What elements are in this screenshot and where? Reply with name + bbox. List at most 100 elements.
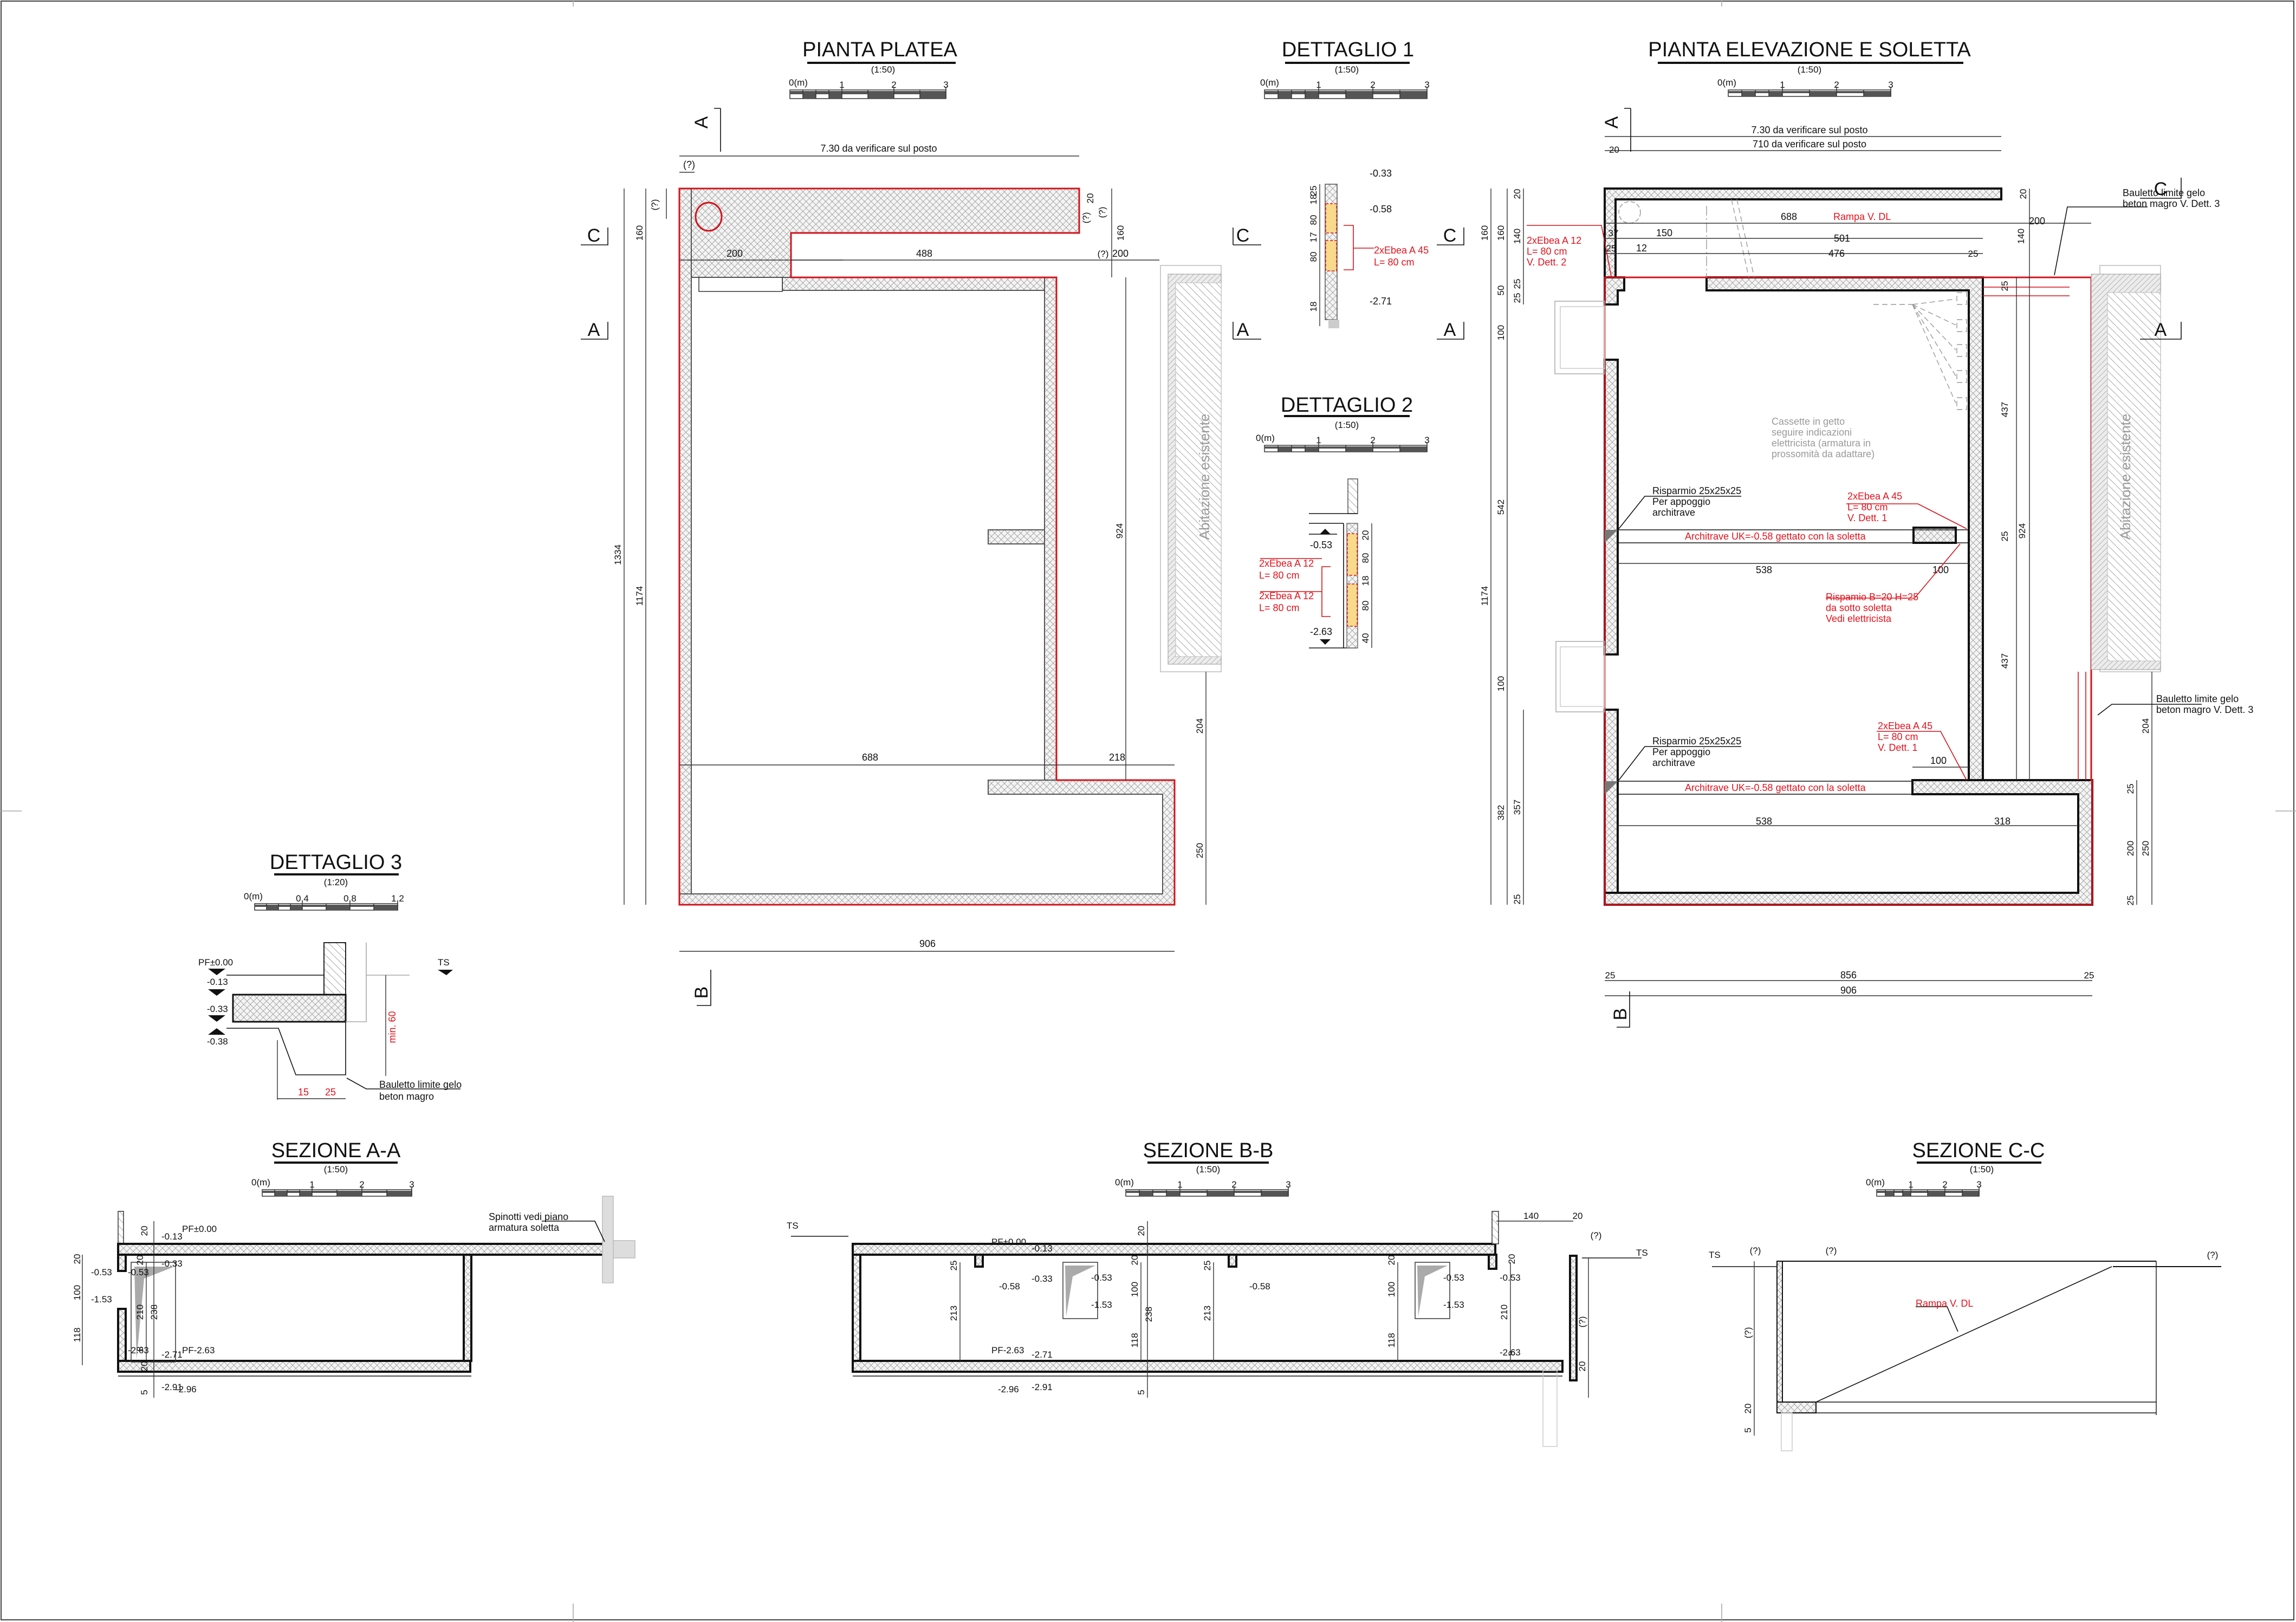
svg-text:25: 25 (1606, 243, 1617, 254)
dim-text: 200 (727, 248, 743, 259)
scale-label: 0(m) (789, 77, 808, 88)
svg-text:20: 20 (139, 1361, 150, 1372)
svg-text:0(m): 0(m) (1866, 1177, 1885, 1188)
note-architrave: Architrave UK=-0.58 gettato con la solet… (1685, 782, 1866, 793)
view-scale: (1:50) (871, 64, 895, 75)
dim-text: 688 (862, 752, 878, 763)
svg-text:213: 213 (949, 1306, 959, 1321)
scale-bar: 0(m) 1 2 3 (1717, 77, 1893, 97)
svg-text:20: 20 (1609, 145, 1619, 155)
note: Per appoggio (1652, 496, 1710, 507)
svg-text:538: 538 (1756, 565, 1772, 575)
svg-text:15: 15 (298, 1087, 309, 1098)
wall-top (782, 277, 1056, 291)
svg-text:-0.53: -0.53 (1443, 1273, 1464, 1283)
svg-text:PF-2.63: PF-2.63 (991, 1345, 1024, 1355)
svg-text:710 da verificare sul posto: 710 da verificare sul posto (1753, 139, 1866, 150)
note: Cassette in getto (1772, 416, 1845, 427)
svg-text:PF-2.63: PF-2.63 (182, 1345, 215, 1355)
level-label: -0.53 (1310, 540, 1332, 550)
svg-text:1: 1 (1316, 80, 1321, 90)
svg-text:250: 250 (2141, 841, 2151, 856)
svg-text:2: 2 (1370, 435, 1375, 445)
svg-text:25: 25 (1968, 249, 1979, 259)
reinforcement-block (1325, 203, 1337, 233)
slab-bottom (852, 1360, 1564, 1373)
svg-text:(?): (?) (2207, 1250, 2219, 1260)
svg-text:238: 238 (149, 1305, 159, 1320)
note: Bauletto limite gelo (379, 1079, 462, 1090)
view-pianta-elevazione: PIANTA ELEVAZIONE E SOLETTA (1:50) 0(m) … (1437, 38, 2253, 1028)
svg-text:3: 3 (1424, 80, 1429, 90)
note: Risparmio 25x25x25 (1652, 736, 1741, 747)
stub-wall (988, 529, 1045, 544)
svg-text:204: 204 (2141, 718, 2151, 734)
svg-text:0(m): 0(m) (244, 891, 263, 901)
level-label: -0.13 (207, 977, 228, 987)
svg-text:437: 437 (2000, 653, 2010, 669)
section-mark-b-bottom: B (1610, 991, 1631, 1028)
section-mark-a-right: A (1233, 320, 1261, 340)
svg-text:5: 5 (1136, 1390, 1146, 1394)
scale-bar: 0(m) 1 2 3 (1115, 1177, 1291, 1197)
svg-text:20: 20 (1573, 1211, 1583, 1221)
svg-text:-1.53: -1.53 (1091, 1300, 1112, 1310)
note: L= 80 cm (1374, 257, 1415, 268)
window (131, 1262, 176, 1363)
electrical-boxes (1873, 292, 1967, 410)
note: da sotto soletta (1826, 602, 1892, 613)
svg-text:-2.96: -2.96 (998, 1384, 1019, 1394)
view-scale: (1:50) (1798, 64, 1821, 75)
note: beton magro V. Dett. 3 (2156, 704, 2253, 715)
svg-text:2: 2 (1231, 1179, 1236, 1190)
svg-text:25: 25 (325, 1087, 336, 1098)
svg-text:80: 80 (1308, 215, 1319, 225)
svg-text:20: 20 (1577, 1361, 1587, 1372)
svg-text:(1:50): (1:50) (1970, 1164, 1994, 1175)
svg-text:80: 80 (1360, 553, 1371, 563)
svg-text:5: 5 (139, 1390, 150, 1394)
svg-text:3: 3 (409, 1179, 414, 1190)
scale-label: 3 (943, 80, 948, 90)
svg-text:140: 140 (1512, 229, 1522, 244)
dim-text: 906 (919, 938, 936, 949)
svg-text:437: 437 (2000, 402, 2010, 417)
slab-red-outline (678, 187, 1176, 906)
note: beton magro V. Dett. 3 (2123, 198, 2220, 209)
svg-text:25: 25 (1512, 894, 1522, 905)
svg-text:(?): (?) (1743, 1327, 1753, 1339)
svg-text:B: B (1610, 1008, 1631, 1021)
view-title: DETTAGLIO 3 (270, 851, 402, 874)
note: architrave (1652, 757, 1695, 768)
svg-text:20: 20 (1386, 1255, 1397, 1266)
note: Bauletto limite gelo (2123, 187, 2205, 198)
scale-label: 1 (839, 80, 844, 90)
svg-text:A: A (691, 116, 712, 128)
svg-text:0(m): 0(m) (1115, 1177, 1134, 1188)
dim-text: 20 (1085, 193, 1095, 204)
note: Vedi elettricista (1826, 613, 1892, 624)
svg-text:25: 25 (949, 1261, 959, 1271)
note-rampa: Rampa V. DL (1833, 211, 1891, 222)
scale-bar: 0(m) 1 2 3 (251, 1177, 414, 1197)
svg-text:-1.53: -1.53 (91, 1294, 112, 1305)
svg-text:-0.53: -0.53 (1091, 1273, 1112, 1283)
svg-text:213: 213 (1202, 1306, 1212, 1321)
svg-text:TS: TS (1636, 1248, 1648, 1258)
drain-circle (1618, 201, 1641, 224)
view-title: SEZIONE C-C (1912, 1139, 2045, 1162)
dim-text: (?) (1081, 212, 1091, 224)
svg-text:238: 238 (1144, 1307, 1154, 1322)
svg-text:50: 50 (1496, 286, 1506, 296)
svg-text:20: 20 (1130, 1255, 1140, 1266)
note: 2xEbea A 12 (1259, 591, 1314, 601)
scale-bar: 0(m) 1 2 3 (1866, 1177, 1982, 1197)
svg-text:210: 210 (1499, 1305, 1509, 1320)
svg-text:-0.53: -0.53 (1500, 1273, 1521, 1283)
dim-text: (?) (1098, 249, 1109, 259)
view-title: DETTAGLIO 1 (1282, 38, 1414, 61)
svg-text:140: 140 (2016, 229, 2026, 244)
dim-text: 7.30 da verificare sul posto (820, 143, 937, 154)
view-title: DETTAGLIO 2 (1281, 394, 1413, 417)
scale-bar: 0(m) 1 2 3 (789, 77, 949, 99)
